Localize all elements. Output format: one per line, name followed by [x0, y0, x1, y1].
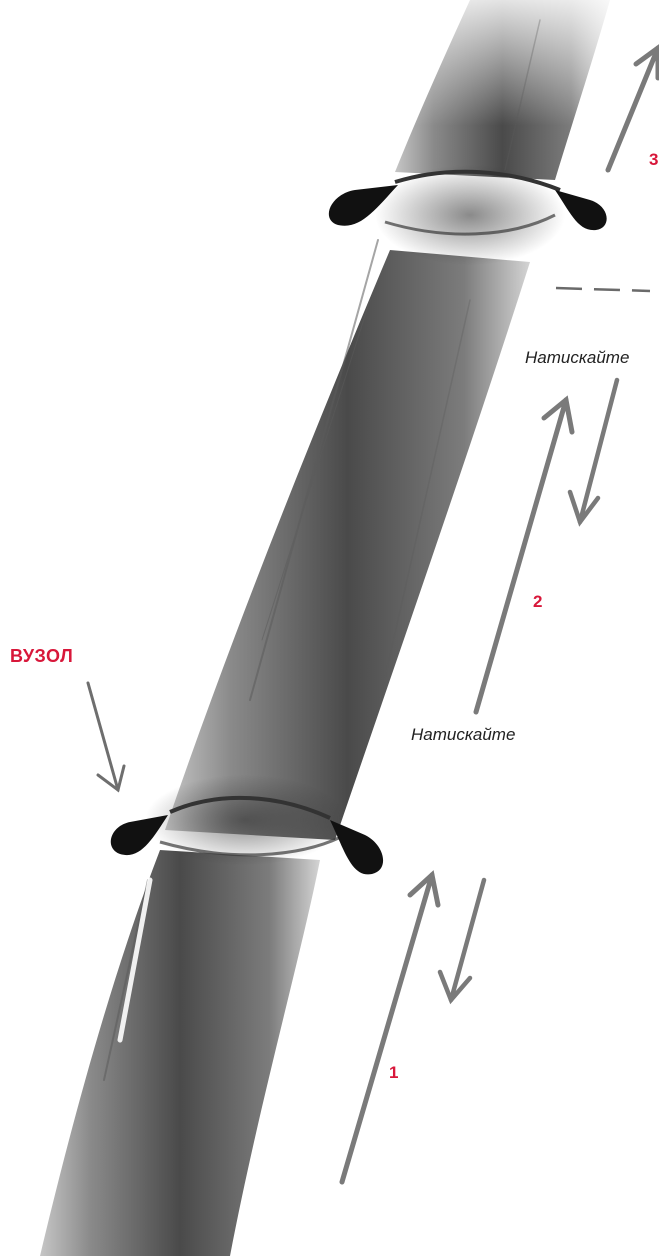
step-number-1: 1 — [389, 1063, 398, 1083]
step-number-2: 2 — [533, 592, 542, 612]
step-number-3: 3 — [649, 150, 658, 170]
node-label: ВУЗОЛ — [10, 646, 73, 667]
press-instruction-upper: Натискайте — [525, 348, 629, 368]
press-instruction-lower: Натискайте — [411, 725, 515, 745]
